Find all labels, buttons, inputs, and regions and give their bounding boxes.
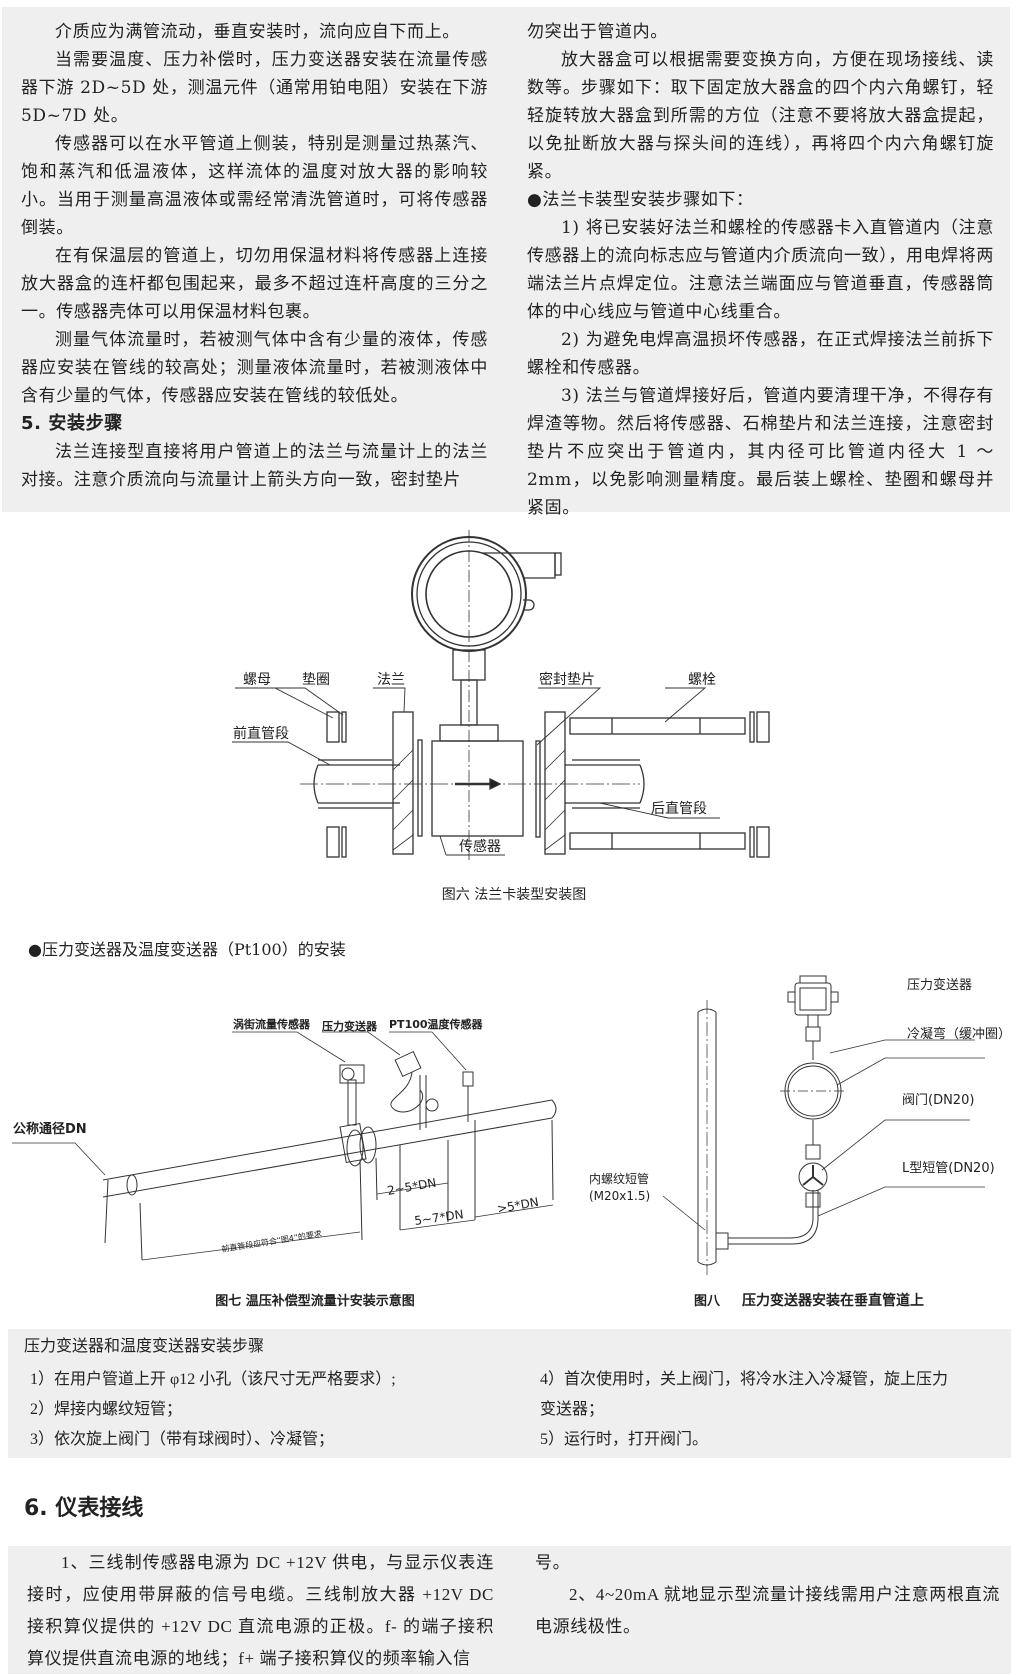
paragraph: 勿突出于管道内。	[527, 22, 668, 42]
label-threaded-nipple: 内螺纹短管	[589, 1171, 649, 1186]
label-washer: 垫圈	[302, 672, 330, 688]
bullet-heading: ●法兰卡装型安装步骤如下：	[527, 190, 754, 210]
wiring-left: 1、三线制传感器电源为 DC +12V 供电，与显示仪表连接时，应使用带屏蔽的信…	[27, 1547, 494, 1675]
paragraph: 号。	[535, 1553, 571, 1572]
wiring-panel	[8, 1546, 1011, 1674]
wiring-right: 号。 2、4~20mA 就地显示型流量计接线需用户注意两根直流电源线极性。	[535, 1547, 1000, 1643]
label-nut: 螺母	[243, 672, 271, 688]
label-bolt: 螺栓	[688, 672, 716, 688]
label-rear-pipe: 后直管段	[651, 800, 707, 817]
step-item: 变送器；	[540, 1401, 605, 1418]
paragraph: 1、三线制传感器电源为 DC +12V 供电，与显示仪表连接时，应使用带屏蔽的信…	[27, 1553, 494, 1668]
label-nominal-diameter: 公称通径DN	[13, 1121, 87, 1137]
figure-6-flange-install-diagram: 螺母 垫圈 法兰 密封垫片 螺栓 前直管段 后直管段 传感器 图六 法兰卡装型安…	[232, 530, 770, 903]
figure-7-temp-pressure-compensation-diagram: 公称通径DN 涡街流量传感器 压力变送器 PT100温度传感器 2~5*DN 5…	[12, 1017, 557, 1309]
paragraph: 传感器可以在水平管道上侧装，特别是测量过热蒸汽、饱和蒸汽和低温液体，这样流体的温…	[21, 134, 488, 238]
step-item: 1）在用户管道上开 φ12 小孔（该尺寸无严格要求）;	[30, 1371, 396, 1388]
label-condensing-loop: 冷凝弯（缓冲圈）	[907, 1026, 1011, 1042]
figure-8-caption: 压力变送器安装在垂直管道上	[742, 1292, 924, 1309]
right-column: 勿突出于管道内。 放大器盒可以根据需要变换方向，方便在现场接线、读数等。步骤如下…	[527, 18, 994, 522]
figure-7-caption: 图七 温压补偿型流量计安装示意图	[215, 1293, 415, 1309]
step-item: 5）运行时，打开阀门。	[540, 1431, 709, 1448]
steps-panel	[8, 1329, 1011, 1458]
step-item: 4）首次使用时，关上阀门，将冷水注入冷凝管，旋上压力	[540, 1371, 949, 1388]
paragraph: 2、4~20mA 就地显示型流量计接线需用户注意两根直流电源线极性。	[535, 1585, 1000, 1636]
pt100-install-heading: ●压力变送器及温度变送器（Pt100）的安装	[28, 940, 346, 959]
label-front-pipe: 前直管段	[233, 725, 289, 742]
label-transmitter: 压力变送器	[907, 977, 972, 993]
left-column: 介质应为满管流动，垂直安装时，流向应自下而上。 当需要温度、压力补偿时，压力变送…	[21, 18, 488, 494]
paragraph: 法兰连接型直接将用户管道上的法兰与流量计上的法兰对接。注意介质流向与流量计上箭头…	[21, 442, 488, 490]
figure-8-number: 图八	[694, 1294, 721, 1309]
label-dim-5-7dn: 5~7*DN	[413, 1207, 464, 1228]
steps-left: 1）在用户管道上开 φ12 小孔（该尺寸无严格要求）; 2）焊接内螺纹短管； 3…	[30, 1365, 396, 1455]
label-gasket: 密封垫片	[539, 671, 595, 688]
label-pt100: PT100温度传感器	[389, 1017, 484, 1031]
paragraph: 介质应为满管流动，垂直安装时，流向应自下而上。	[55, 22, 460, 42]
label-flange: 法兰	[377, 672, 405, 688]
step: 2) 为避免电焊高温损坏传感器，在正式焊接法兰前拆下螺栓和传感器。	[527, 330, 994, 378]
label-front-pipe-requirement: 前直管段应符合“图4”的要求	[221, 1228, 323, 1254]
label-vortex-sensor: 涡街流量传感器	[233, 1017, 311, 1031]
step: 3) 法兰与管道焊接好后，管道内要清理干净，不得存有焊渣等物。然后将传感器、石棉…	[527, 386, 994, 518]
figure-6-caption: 图六 法兰卡装型安装图	[442, 887, 586, 903]
label-l-pipe: L型短管(DN20)	[902, 1161, 995, 1176]
steps-panel-title: 压力变送器和温度变送器安装步骤	[24, 1338, 265, 1355]
figure-8-vertical-pipe-diagram: 压力变送器 冷凝弯（缓冲圈） 阀门(DN20) L型短管(DN20) 内螺纹短管…	[589, 975, 1011, 1309]
paragraph: 测量气体流量时，若被测气体中含有少量的液体，传感器应安装在管线的较高处；测量液体…	[21, 330, 488, 406]
paragraph: 在有保温层的管道上，切勿用保温材料将传感器上连接放大器盒的连杆都包围起来，最多不…	[21, 246, 488, 322]
paragraph: 当需要温度、压力补偿时，压力变送器安装在流量传感器下游 2D~5D 处，测温元件…	[21, 50, 488, 126]
step-item: 2）焊接内螺纹短管；	[30, 1401, 183, 1418]
step-item: 3）依次旋上阀门（带有球阀时）、冷凝管；	[30, 1431, 335, 1448]
label-valve: 阀门(DN20)	[902, 1093, 974, 1108]
label-sensor: 传感器	[459, 838, 501, 855]
label-dim-2-5dn: 2~5*DN	[386, 1176, 437, 1198]
section-heading-5: 5. 安装步骤	[21, 413, 123, 434]
steps-right: 4）首次使用时，关上阀门，将冷水注入冷凝管，旋上压力 变送器； 5）运行时，打开…	[540, 1365, 948, 1455]
label-pressure-transmitter: 压力变送器	[322, 1019, 378, 1033]
step: 1) 将已安装好法兰和螺栓的传感器卡入直管道内（注意传感器上的流向标志应与管道内…	[527, 218, 994, 322]
install-notes-panel	[2, 7, 1010, 512]
label-thread-spec: (M20x1.5)	[589, 1189, 650, 1203]
label-dim-gt-5dn: >5*DN	[496, 1195, 540, 1216]
paragraph: 放大器盒可以根据需要变换方向，方便在现场接线、读数等。步骤如下：取下固定放大器盒…	[527, 50, 994, 182]
section-heading-6: 6. 仪表接线	[24, 1496, 144, 1521]
